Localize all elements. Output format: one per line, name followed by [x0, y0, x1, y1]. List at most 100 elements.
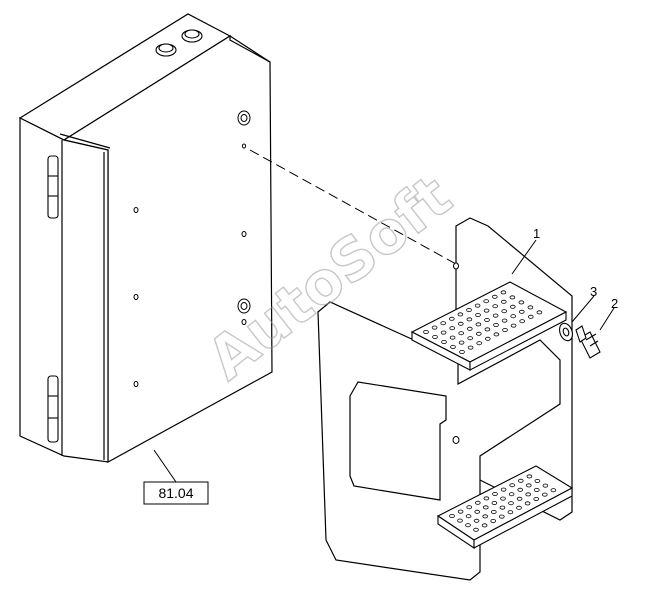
perforation-hole: [483, 308, 490, 313]
perforation-hole: [491, 294, 498, 299]
perforation-hole: [431, 325, 438, 330]
perforation-hole: [509, 295, 516, 300]
mounting-hole-icons: [133, 110, 251, 387]
perforation-hole: [467, 336, 474, 341]
bolt-icon: [575, 325, 601, 359]
perforation-hole: [508, 492, 515, 497]
perforation-hole: [490, 519, 497, 524]
perforation-hole: [482, 514, 489, 519]
upper-tread-perforations: [423, 290, 543, 354]
perforation-hole: [501, 318, 508, 323]
perforation-hole: [473, 527, 479, 532]
perforation-hole: [491, 500, 498, 505]
cabinet: [18, 13, 273, 464]
perforation-hole: [448, 316, 455, 321]
perforation-hole: [482, 505, 489, 510]
lower-step-tread: [436, 465, 574, 550]
hinge-icons: [47, 155, 59, 443]
perforation-hole: [517, 487, 523, 492]
callout-2: 2: [611, 296, 618, 311]
perforation-hole: [481, 523, 488, 528]
perforation-hole: [432, 334, 438, 339]
perforation-hole: [510, 323, 517, 328]
perforation-hole: [509, 304, 516, 309]
perforation-hole: [474, 500, 481, 505]
perforation-hole: [467, 345, 474, 350]
perforation-hole: [516, 505, 522, 510]
callout-1: 1: [533, 226, 540, 241]
perforation-hole: [483, 299, 490, 304]
callout-leader-lines: [511, 239, 615, 331]
perforation-hole: [458, 340, 465, 345]
perforation-hole: [476, 341, 483, 346]
perforation-hole: [519, 319, 525, 324]
perforation-hole: [473, 518, 480, 523]
upper-step-tread: [410, 281, 568, 371]
perforation-hole: [457, 312, 464, 317]
bracket-hole-icons: [452, 262, 460, 444]
perforation-hole: [458, 331, 465, 336]
perforation-hole: [500, 290, 507, 295]
perforation-hole: [474, 509, 481, 514]
perforation-hole: [527, 314, 534, 319]
perforation-hole: [524, 501, 531, 506]
step-bracket: [317, 217, 573, 581]
perforation-hole: [501, 309, 508, 314]
perforation-hole: [525, 492, 531, 497]
perforation-hole: [484, 336, 491, 341]
perforation-hole: [492, 304, 499, 309]
perforation-hole: [508, 501, 514, 506]
perforation-hole: [516, 496, 523, 501]
perforation-hole: [423, 329, 429, 334]
perforation-hole: [450, 344, 456, 349]
reference-box[interactable]: 81.04: [143, 481, 209, 505]
perforation-hole: [533, 496, 539, 501]
perforation-hole: [457, 321, 464, 326]
perforation-hole: [526, 474, 533, 479]
perforation-hole: [527, 305, 534, 310]
perforation-hole: [441, 339, 447, 344]
perforation-hole: [466, 307, 472, 312]
perforation-hole: [449, 335, 456, 340]
perforation-hole: [484, 327, 491, 332]
perforation-hole: [493, 322, 499, 327]
perforation-hole: [457, 509, 464, 514]
perforation-hole: [492, 313, 499, 318]
perforation-hole: [502, 327, 508, 332]
perforation-hole: [518, 300, 525, 305]
perforation-hole: [465, 523, 471, 528]
perforation-hole: [536, 310, 543, 315]
perforation-hole: [518, 309, 525, 314]
perforation-hole: [533, 487, 540, 492]
lower-tread-perforations: [449, 474, 557, 532]
perforation-hole: [459, 349, 465, 354]
cable-gland-icons: [155, 29, 203, 57]
perforation-hole: [550, 488, 557, 493]
perforation-hole: [500, 496, 506, 501]
perforation-hole: [500, 299, 507, 304]
alignment-dashed-line: [249, 149, 457, 265]
perforation-hole: [449, 326, 456, 331]
perforation-hole: [483, 496, 490, 501]
perforation-hole: [492, 491, 498, 496]
perforation-hole: [466, 505, 473, 510]
perforation-hole: [517, 478, 524, 483]
perforation-hole: [509, 483, 516, 488]
reference-leader-line: [153, 449, 177, 483]
perforation-hole: [500, 487, 507, 492]
callout-3: 3: [590, 284, 597, 299]
perforation-hole: [475, 331, 482, 336]
perforation-hole: [534, 478, 541, 483]
perforation-hole: [449, 514, 455, 519]
perforation-hole: [490, 509, 497, 514]
perforation-hole: [466, 326, 473, 331]
perforation-hole: [542, 483, 549, 488]
perforation-hole: [541, 492, 548, 497]
perforation-hole: [465, 514, 472, 519]
perforation-hole: [510, 314, 517, 319]
perforation-hole: [475, 322, 482, 327]
perforation-hole: [498, 514, 505, 519]
perforation-hole: [474, 303, 481, 308]
perforation-hole: [525, 483, 532, 488]
